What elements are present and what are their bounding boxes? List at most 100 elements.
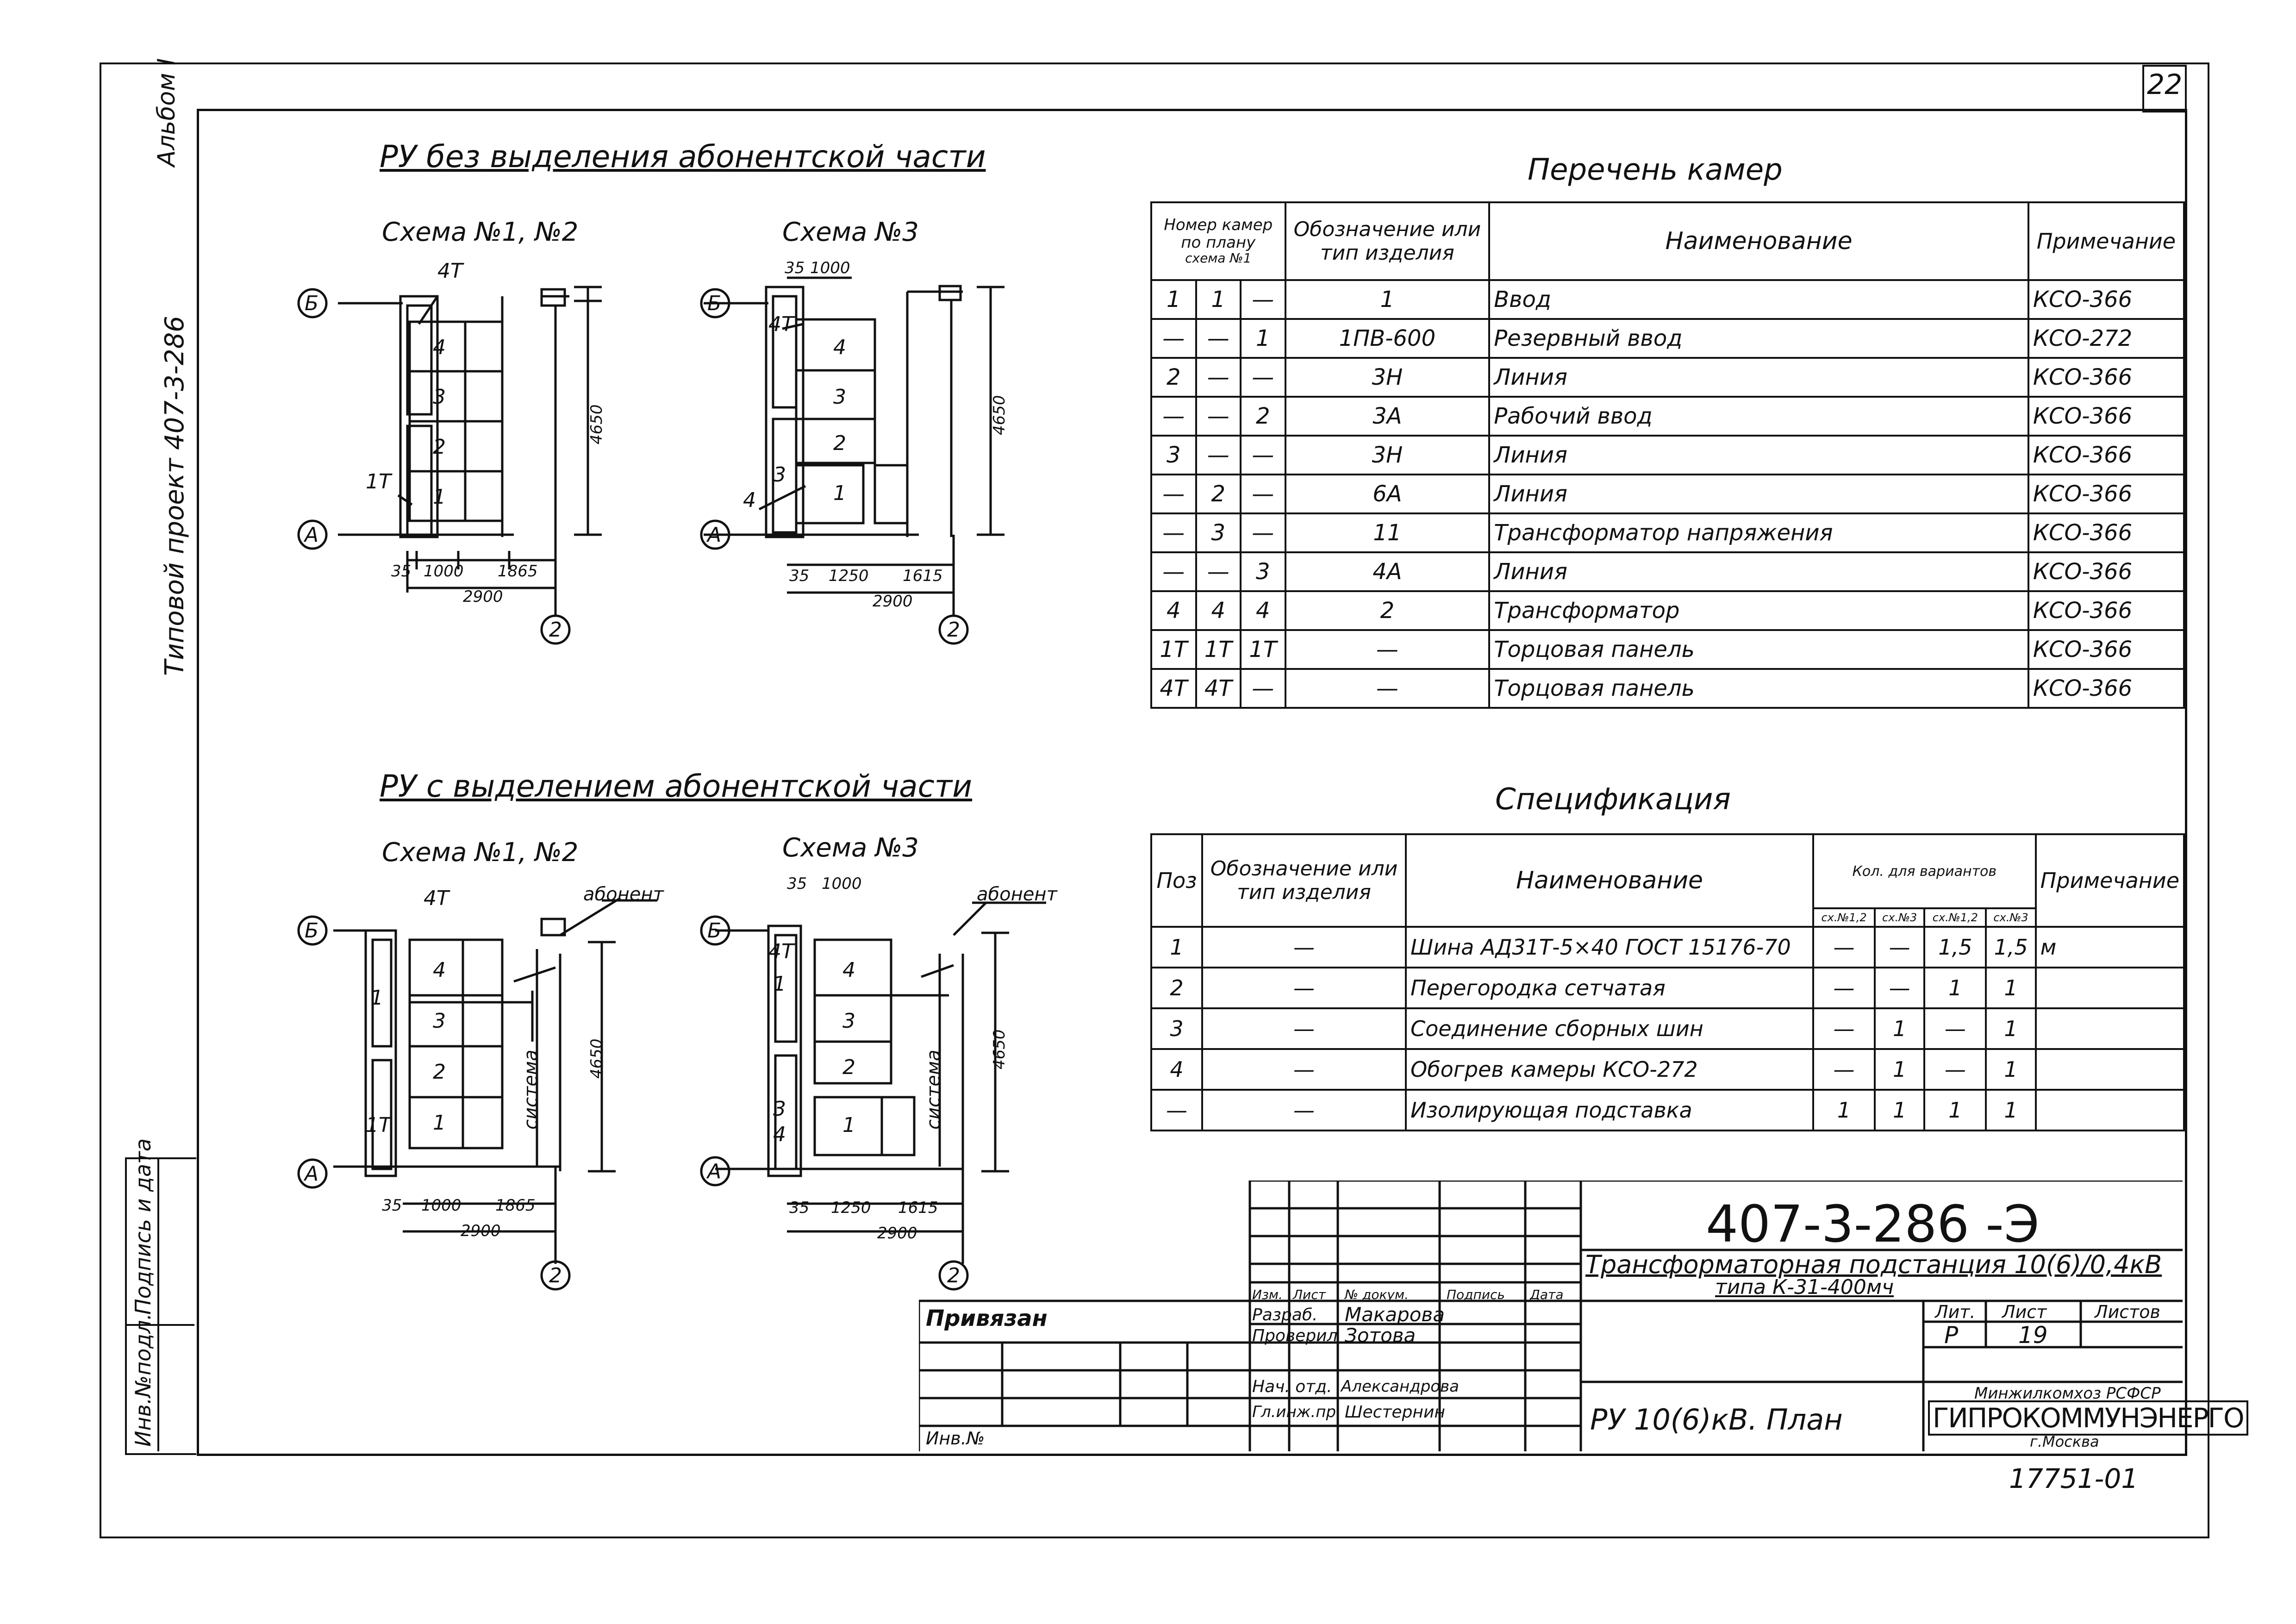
name-nach: Александрова	[1341, 1377, 1459, 1396]
name-header: Наименование	[1488, 201, 2029, 281]
spec-qty: 1	[1985, 1007, 2037, 1050]
dim-35: 35	[789, 567, 809, 585]
spec-note: м	[2034, 926, 2185, 968]
chamber-s3: —	[1240, 512, 1286, 553]
spec-qty: —	[1812, 967, 1876, 1009]
chamber-s3: 3	[1240, 551, 1286, 592]
chamber-name: Ввод	[1488, 279, 2029, 320]
scheme12-bottom-title: Схема №1, №2	[382, 837, 578, 868]
cell-label: 4	[433, 958, 446, 982]
chamber-name: Линия	[1488, 357, 2029, 398]
sheet-outer-frame	[100, 62, 2209, 1538]
name-glinzh: Шестернин	[1345, 1403, 1445, 1422]
cell-label: 2	[433, 1060, 446, 1084]
chambers-table: Номер камер по плану схема №1 Обозначени…	[1150, 201, 2185, 709]
scheme12-top-title: Схема №1, №2	[382, 217, 578, 247]
chamber-note: КСО-366	[2027, 668, 2185, 709]
spec-qty: 1	[1923, 1089, 1987, 1131]
chamber-designation: 3Н	[1284, 357, 1491, 398]
chamber-name: Резервный ввод	[1488, 318, 2029, 359]
abonent-label: абонент	[583, 884, 665, 905]
chamber-note: КСО-366	[2027, 512, 2185, 553]
chamber-note: КСО-272	[2027, 318, 2185, 359]
chamber-name: Трансформатор напряжения	[1488, 512, 2029, 553]
chamber-s1: 1	[1150, 279, 1197, 320]
chamber-s2: 4	[1195, 590, 1242, 631]
abonent-label: абонент	[977, 884, 1058, 905]
cell-label: 4	[833, 336, 846, 359]
chamber-name: Линия	[1488, 435, 2029, 475]
axis-a-2: А	[706, 523, 721, 547]
chamber-s3: —	[1240, 474, 1286, 514]
system-label: система	[520, 1049, 542, 1130]
hdr-izm: Изм.	[1252, 1287, 1283, 1302]
spec-pos: 2	[1150, 967, 1203, 1009]
spec-designation: —	[1201, 926, 1407, 968]
chamber-s2: —	[1195, 357, 1242, 398]
spec-note	[2034, 1048, 2185, 1091]
spec-pos: 3	[1150, 1007, 1203, 1050]
chamber-s1: 4Т	[1150, 668, 1197, 709]
spec-qty: 1,5	[1923, 926, 1987, 968]
dim-4650: 4650	[990, 1029, 1009, 1069]
tag-4: 4	[773, 1123, 786, 1146]
spec-designation: —	[1201, 1048, 1407, 1091]
axis-a-4: А	[706, 1160, 721, 1183]
cell-label: 2	[433, 435, 446, 459]
schemes-drawing: Схема №1, №2 Схема №3 Схема №1, №2 Схема…	[297, 217, 1058, 1291]
chamber-s3: —	[1240, 279, 1286, 320]
dim-1865: 1865	[498, 562, 538, 581]
spec-qty: —	[1874, 926, 1926, 968]
cell-label: 2	[833, 431, 846, 455]
chamber-note: КСО-366	[2027, 629, 2185, 670]
chamber-s1: 4	[1150, 590, 1197, 631]
dim-1865: 1865	[495, 1196, 536, 1215]
left-stamp-hline	[125, 1324, 194, 1326]
inv-label: Инв.№	[926, 1428, 985, 1449]
org-name: ГИПРОКОММУНЭНЕРГО	[1928, 1400, 2248, 1436]
chamber-designation: —	[1284, 629, 1491, 670]
left-stamp-divider	[157, 1157, 159, 1451]
dim-1000: 1000	[822, 874, 862, 893]
tag-4: 4	[743, 488, 756, 512]
tag-4t: 4Т	[437, 259, 464, 283]
s1-header: схема №1	[1185, 250, 1252, 266]
dim-1000: 1000	[424, 562, 464, 581]
cell-label: 3	[433, 1009, 446, 1033]
spec-note	[2034, 1007, 2185, 1050]
chamber-designation: 4А	[1284, 551, 1491, 592]
spec-qty: 1	[1874, 1048, 1926, 1091]
dim-1000: 1000	[421, 1196, 462, 1215]
chamber-s2: —	[1195, 396, 1242, 437]
axis-b-2: Б	[707, 292, 721, 315]
privyazan-label: Привязан	[926, 1305, 1048, 1331]
chamber-name: Торцовая панель	[1488, 629, 2029, 670]
qty-header: Кол. для вариантов	[1812, 833, 2037, 909]
spec-qty: 1	[1985, 967, 2037, 1009]
axis-b-4: Б	[707, 919, 721, 943]
scheme3-top-title: Схема №3	[782, 217, 919, 247]
chamber-s2: 2	[1195, 474, 1242, 514]
dim-4650: 4650	[587, 1038, 606, 1079]
designation-header: Обозначение или тип изделия	[1284, 201, 1491, 281]
spec-designation: —	[1201, 1007, 1407, 1050]
dim-1615: 1615	[898, 1199, 938, 1217]
title-block-grid	[919, 1181, 2183, 1451]
spec-qty: 1,5	[1985, 926, 2037, 968]
spec-row: 4—Обогрев камеры КСО-272—1—1	[1150, 1048, 2185, 1091]
chamber-s1: —	[1150, 512, 1197, 553]
tag-1t: 1Т	[366, 470, 393, 493]
chamber-s2: 1Т	[1195, 629, 1242, 670]
sheet-inner-frame	[197, 109, 2187, 1456]
axis-a-3: А	[303, 1162, 318, 1186]
cell-label: 4	[842, 958, 855, 982]
spec-qty: 1	[1874, 1007, 1926, 1050]
chamber-s1: —	[1150, 551, 1197, 592]
chamber-note: КСО-366	[2027, 279, 2185, 320]
chamber-designation: 2	[1284, 590, 1491, 631]
